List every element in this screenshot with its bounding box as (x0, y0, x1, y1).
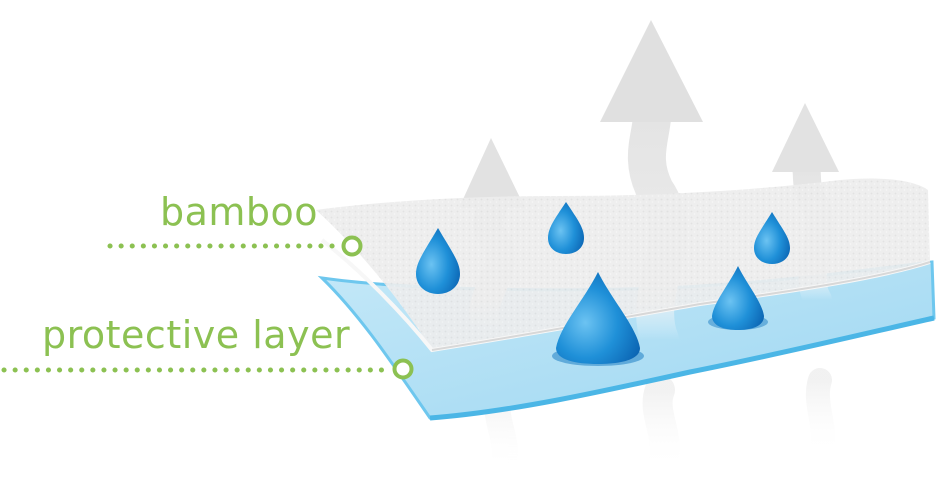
water-drop-icon (416, 228, 460, 294)
callout-dot-icon (392, 358, 414, 380)
water-drops (416, 202, 790, 294)
water-drop-icon (548, 202, 584, 254)
water-drop-icon (556, 272, 640, 364)
callout-bamboo (107, 235, 363, 257)
water-drops-penetrating (552, 266, 768, 366)
bamboo-label: bamboo (160, 190, 319, 234)
protective-layer-label: protective layer (42, 313, 351, 357)
callout-protective-layer (1, 358, 414, 380)
callout-dot-icon (341, 235, 363, 257)
water-drop-icon (754, 212, 790, 264)
water-drop-icon (712, 266, 764, 330)
